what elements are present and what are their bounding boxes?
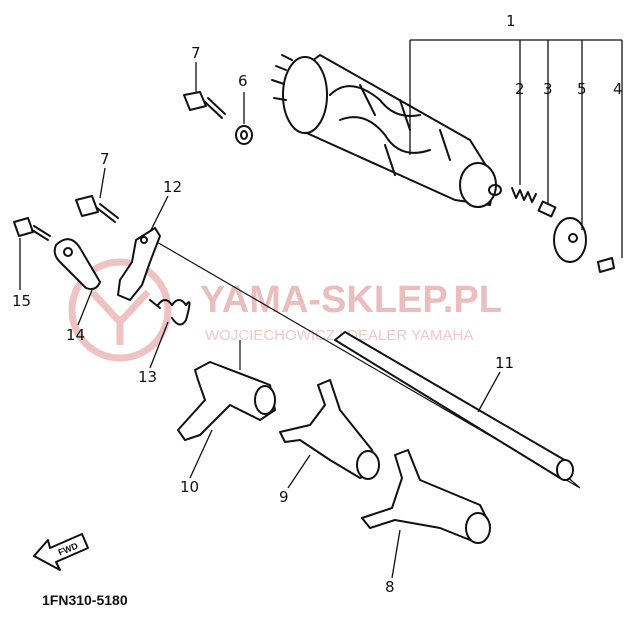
shift-fork-shaft bbox=[334, 331, 574, 481]
spring-2 bbox=[511, 187, 537, 203]
callout-15: 15 bbox=[12, 292, 31, 310]
callout-10: 10 bbox=[180, 478, 199, 496]
shift-drum bbox=[271, 54, 502, 208]
callout-13: 13 bbox=[138, 368, 157, 386]
callout-14: 14 bbox=[66, 326, 85, 344]
watermark-title: YAMA-SKLEP.PL bbox=[200, 279, 502, 321]
leader-lines bbox=[19, 39, 623, 579]
stopper-lever bbox=[53, 238, 101, 291]
callout-5: 5 bbox=[577, 80, 587, 98]
callout-9: 9 bbox=[279, 488, 289, 506]
callout-11: 11 bbox=[495, 354, 514, 372]
bolt-and-washer-top bbox=[183, 91, 253, 145]
screw-4 bbox=[597, 257, 615, 273]
callout-3: 3 bbox=[543, 80, 553, 98]
callout-6: 6 bbox=[238, 72, 248, 90]
callouts: 1 2 3 5 4 6 7 7 12 15 14 13 11 10 9 8 bbox=[12, 12, 623, 596]
watermark-logo bbox=[68, 258, 172, 362]
segment-plate bbox=[117, 227, 161, 301]
callout-4: 4 bbox=[613, 80, 623, 98]
diagram-code: 1FN310-5180 bbox=[42, 592, 128, 608]
pin-3 bbox=[537, 200, 557, 218]
bolt-left bbox=[13, 217, 51, 241]
bolt-middle bbox=[75, 195, 119, 223]
callout-7-top: 7 bbox=[191, 44, 201, 62]
callout-8: 8 bbox=[385, 578, 395, 596]
callout-2: 2 bbox=[515, 80, 525, 98]
shift-fork-10 bbox=[177, 361, 276, 441]
torsion-spring bbox=[149, 299, 191, 326]
callout-12: 12 bbox=[163, 178, 182, 196]
forward-direction-arrow: FWD bbox=[33, 533, 89, 571]
drum-end-parts bbox=[511, 187, 615, 273]
shift-fork-9 bbox=[279, 379, 380, 480]
shift-fork-8 bbox=[361, 449, 491, 544]
callout-1: 1 bbox=[506, 12, 516, 30]
callout-7-middle: 7 bbox=[100, 150, 110, 168]
